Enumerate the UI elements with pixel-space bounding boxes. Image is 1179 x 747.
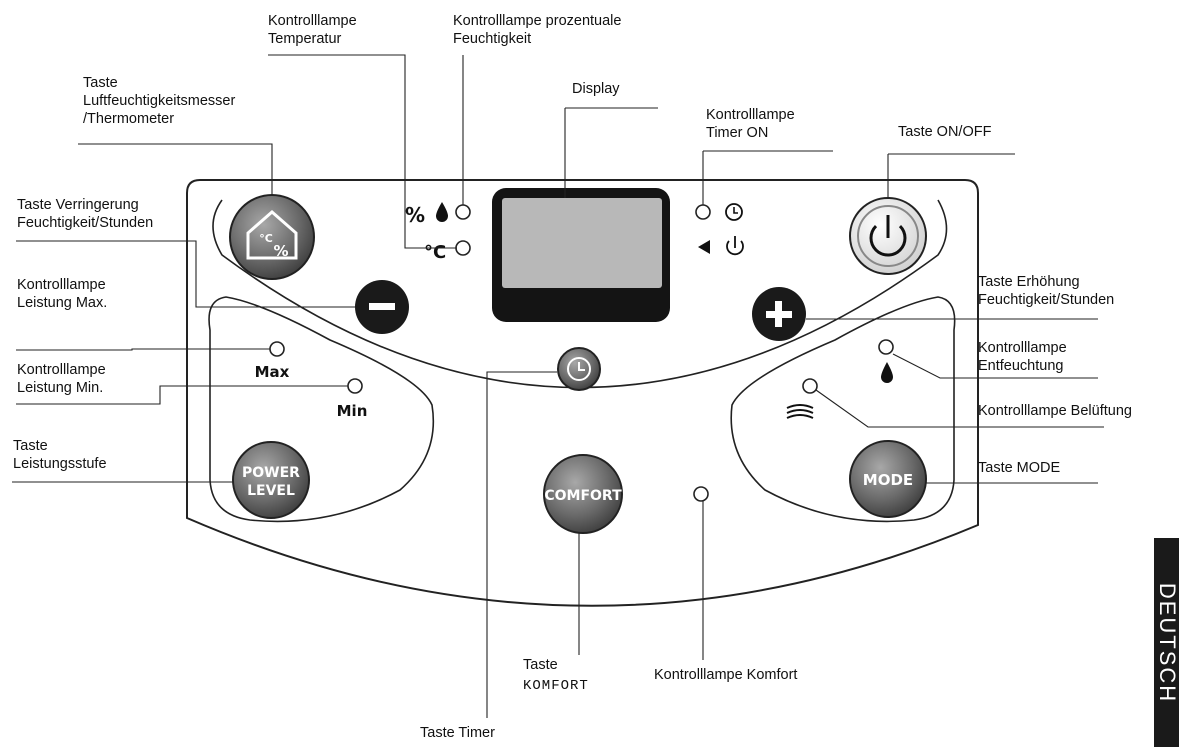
power-level-line1: POWER xyxy=(242,465,300,481)
callout-timer-on-lamp: Kontrolllampe Timer ON xyxy=(706,107,795,141)
arrow-left-icon xyxy=(698,240,710,254)
callout-vent-lamp: Kontrolllampe Belüftung xyxy=(978,403,1132,419)
callout-hygro-button: Taste Luftfeuchtigkeitsmesser /Thermomet… xyxy=(83,75,236,127)
percent-symbol: % xyxy=(405,203,425,227)
comfort-lamp xyxy=(693,486,709,502)
vent-lamp xyxy=(802,378,818,394)
max-lamp xyxy=(269,341,285,357)
timer-on-lamp xyxy=(695,204,711,220)
callout-temp-lamp: Kontrolllampe Temperatur xyxy=(268,13,357,47)
dehumid-lamp xyxy=(878,339,894,355)
hygro-celsius: °C xyxy=(259,232,273,245)
temperature-lamp xyxy=(455,240,471,256)
hygro-percent: % xyxy=(273,242,288,260)
display-screen xyxy=(502,198,662,288)
comfort-button[interactable] xyxy=(543,454,623,534)
power-icon xyxy=(869,224,907,257)
humidity-lamp xyxy=(455,204,471,220)
min-lamp xyxy=(347,378,363,394)
standby-icon xyxy=(726,240,744,256)
dehumid-drop-icon xyxy=(881,362,893,383)
fan-waves-icon xyxy=(786,404,814,419)
water-drop-icon xyxy=(436,202,448,222)
callout-max-lamp: Kontrolllampe Leistung Max. xyxy=(17,277,108,311)
callout-comfort-lamp: Kontrolllampe Komfort xyxy=(654,667,798,683)
power-level-line2: LEVEL xyxy=(247,483,295,499)
mode-button[interactable] xyxy=(849,440,927,518)
house-icon xyxy=(246,210,298,260)
panel-left-zone xyxy=(208,296,435,523)
minus-icon xyxy=(369,303,395,310)
callout-min-lamp: Kontrolllampe Leistung Min. xyxy=(17,362,106,396)
language-tab-label: DEUTSCH xyxy=(1154,582,1179,703)
callout-increase-button: Taste Erhöhung Feuchtigkeit/Stunden xyxy=(978,274,1115,308)
callout-mode-button: Taste MODE xyxy=(978,460,1061,476)
leader-lines xyxy=(12,54,1104,718)
panel-right-zone xyxy=(730,296,956,523)
callout-humidity-lamp: Kontrolllampe prozentuale Feuchtigkeit xyxy=(453,13,622,47)
mode-button-label: MODE xyxy=(863,471,913,489)
callout-onoff-button: Taste ON/OFF xyxy=(898,124,992,140)
callout-decrease-button: Taste Verringerung Feuchtigkeit/Stunden xyxy=(17,197,154,231)
callout-power-level-button: Taste Leistungsstufe xyxy=(13,438,107,472)
timer-on-clock-icon xyxy=(725,203,743,221)
callout-timer-button: Taste Timer xyxy=(420,725,495,741)
callout-dehumid-lamp: Kontrolllampe Entfeuchtung xyxy=(978,340,1067,374)
power-level-button[interactable] xyxy=(232,441,310,519)
clock-icon xyxy=(567,357,591,381)
max-label: Max xyxy=(255,363,290,381)
celsius-symbol: °C xyxy=(424,242,446,263)
plus-icon-v xyxy=(775,301,782,327)
callout-comfort-button-line2: KOMFORT xyxy=(523,678,589,694)
language-tab: DEUTSCH xyxy=(1154,538,1179,747)
callout-display: Display xyxy=(572,81,620,97)
callout-comfort-button-line1: Taste xyxy=(523,657,558,673)
min-label: Min xyxy=(337,402,368,420)
comfort-button-label: COMFORT xyxy=(544,488,622,504)
panel-outline xyxy=(186,179,979,607)
